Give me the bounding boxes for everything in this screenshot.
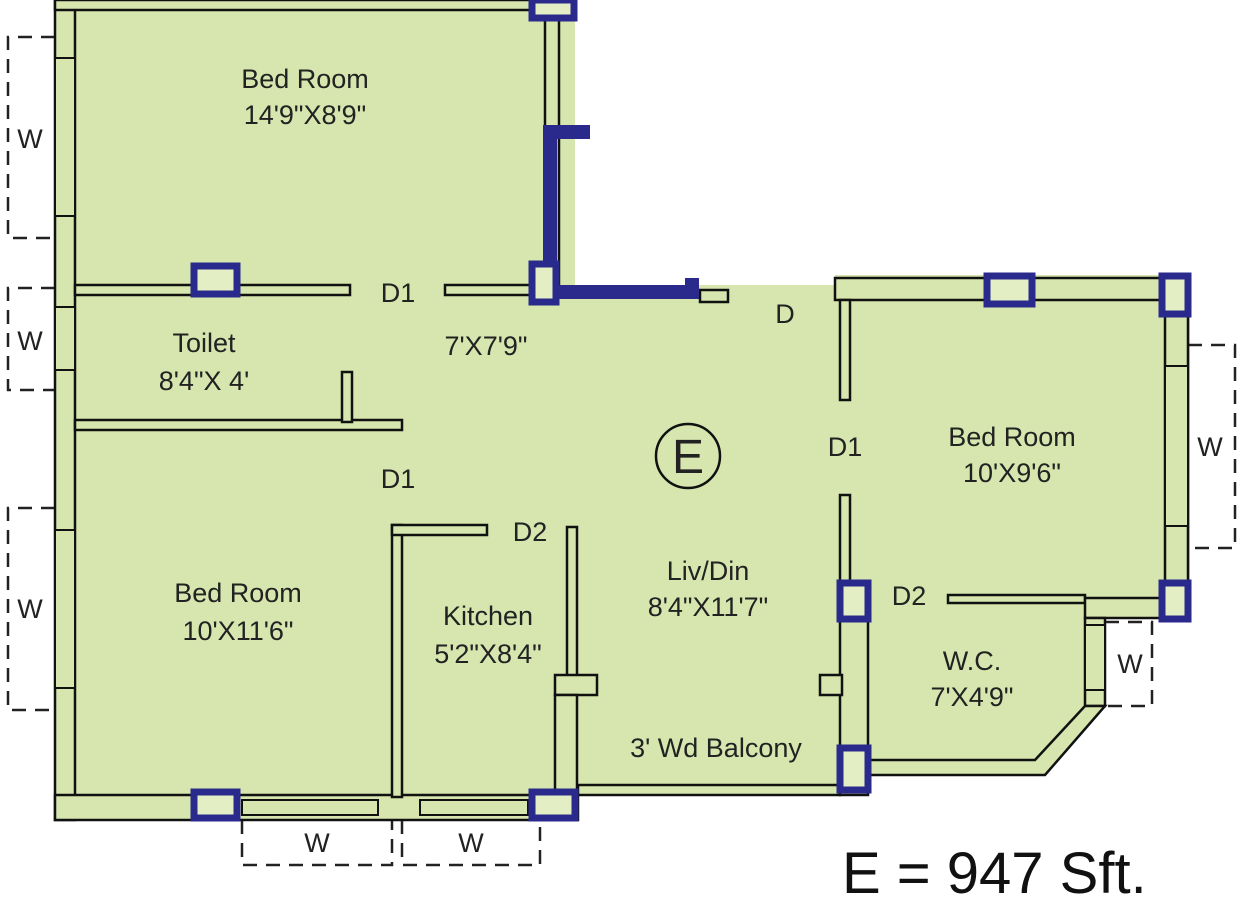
door-label: D2 [513, 517, 548, 547]
room-name: Kitchen [443, 601, 533, 631]
room-name: Toilet [172, 328, 236, 358]
windows [6, 35, 1237, 867]
window-label: W [17, 326, 43, 356]
room-name: Liv/Din [667, 556, 750, 586]
window-label: W [17, 594, 43, 624]
room-name: Bed Room [174, 578, 302, 608]
door-label: D1 [381, 464, 416, 494]
door-label: D1 [381, 278, 416, 308]
window-label: W [304, 828, 330, 858]
balcony-label: 3' Wd Balcony [630, 733, 802, 763]
window-label: W [1117, 649, 1143, 679]
room-size: 10'X11'6" [183, 616, 294, 646]
window-label: W [17, 124, 43, 154]
door-label: D1 [828, 432, 863, 462]
room-size: 14'9"X8'9" [244, 100, 367, 130]
door-label: D [775, 299, 795, 329]
window-label: W [1197, 432, 1223, 462]
passage-size: 7'X7'9" [445, 331, 528, 361]
room-size: 5'2"X8'4" [434, 639, 542, 669]
room-name: Bed Room [241, 64, 369, 94]
room-size: 8'4"X 4' [159, 366, 249, 396]
area-label: E = 947 Sft. [842, 841, 1147, 900]
room-size: 10'X9'6" [963, 458, 1061, 488]
unit-mark-letter: E [672, 431, 704, 484]
floor-area [55, 0, 1190, 820]
window-label: W [458, 828, 484, 858]
room-size: 7'X4'9" [931, 682, 1014, 712]
room-size: 8'4"X11'7" [648, 592, 769, 622]
room-name: Bed Room [948, 422, 1076, 452]
unit-mark: E [654, 422, 722, 490]
room-name: W.C. [943, 646, 1002, 676]
door-label: D2 [892, 581, 927, 611]
columns [190, 0, 1192, 822]
